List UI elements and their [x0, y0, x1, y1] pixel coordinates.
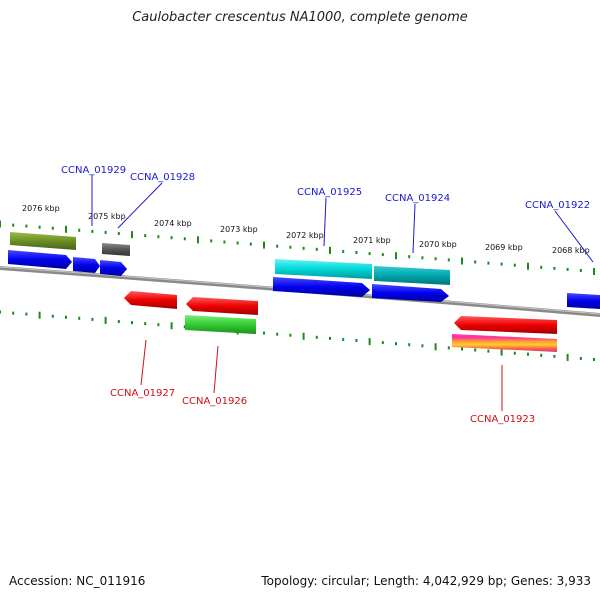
topology-text: Topology: circular; Length: 4,042,929 bp…: [261, 574, 591, 588]
callout-lines-bottom: [140, 339, 503, 411]
scale-label-2071: 2071 kbp: [353, 236, 391, 245]
cds-arrow-6[interactable]: [567, 293, 600, 309]
cds-arrow-3[interactable]: [100, 260, 127, 276]
cds-arrow-rev-2[interactable]: [186, 297, 258, 315]
cds-arrow-rev-1[interactable]: [124, 291, 177, 309]
cds-arrow-2[interactable]: [73, 257, 100, 273]
gene-feature-multicolor[interactable]: [452, 334, 557, 352]
gene-labels-bottom: CCNA_01927 CCNA_01926 CCNA_01923: [110, 388, 535, 425]
scale-label-2068: 2068 kbp: [552, 246, 590, 255]
gene-label-ccna-01926[interactable]: CCNA_01926: [182, 396, 247, 407]
callout-lines-top: [91, 175, 594, 263]
gene-feature-gray[interactable]: [102, 243, 130, 256]
gene-feature-teal[interactable]: [374, 266, 450, 285]
cds-arrow-4[interactable]: [273, 277, 370, 297]
cds-arrow-rev-3[interactable]: [454, 316, 557, 334]
gene-label-ccna-01923[interactable]: CCNA_01923: [470, 414, 535, 425]
gene-feature-cyan[interactable]: [275, 259, 372, 279]
reverse-cds: [124, 291, 557, 334]
gene-labels-top: CCNA_01929 CCNA_01928 CCNA_01925 CCNA_01…: [61, 165, 590, 211]
cds-arrow-5[interactable]: [372, 284, 449, 302]
scale-label-2072: 2072 kbp: [286, 231, 324, 240]
gene-label-ccna-01927[interactable]: CCNA_01927: [110, 388, 175, 399]
gene-label-ccna-01922[interactable]: CCNA_01922: [525, 200, 590, 211]
scale-label-2074: 2074 kbp: [154, 219, 192, 228]
scale-label-2076: 2076 kbp: [22, 204, 60, 213]
accession-text: Accession: NC_011916: [9, 574, 146, 588]
scale-labels: 2076 kbp 2075 kbp 2074 kbp 2073 kbp 2072…: [22, 204, 590, 255]
scale-label-2070: 2070 kbp: [419, 240, 457, 249]
reverse-features: [185, 315, 557, 352]
gene-feature-olive[interactable]: [10, 232, 76, 250]
scale-label-2075: 2075 kbp: [88, 212, 126, 221]
gene-label-ccna-01928[interactable]: CCNA_01928: [130, 172, 195, 183]
forward-cds: [8, 250, 600, 309]
gene-label-ccna-01925[interactable]: CCNA_01925: [297, 187, 362, 198]
inner-tick-ring: [0, 310, 595, 361]
gene-label-ccna-01924[interactable]: CCNA_01924: [385, 193, 450, 204]
scale-label-2069: 2069 kbp: [485, 243, 523, 252]
map-title: Caulobacter crescentus NA1000, complete …: [132, 10, 468, 25]
cds-arrow-1[interactable]: [8, 250, 72, 269]
gene-label-ccna-01929[interactable]: CCNA_01929: [61, 165, 126, 176]
outer-tick-ring: [0, 220, 595, 275]
forward-features: [10, 232, 450, 285]
scale-label-2073: 2073 kbp: [220, 225, 258, 234]
gene-feature-green[interactable]: [185, 315, 256, 334]
